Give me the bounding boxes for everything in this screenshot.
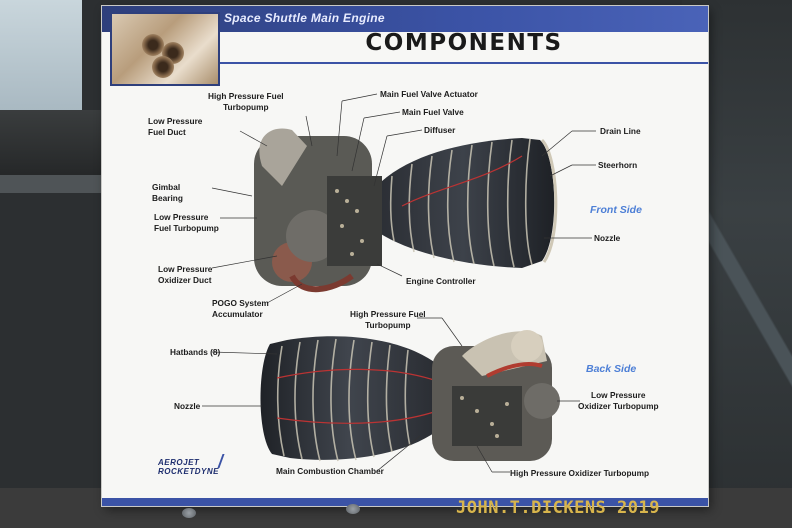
callout-main-fuel-valve-actuator: Main Fuel Valve Actuator [380,89,478,99]
callout-text: High Pressure Fuel Turbopump [208,91,284,112]
callout-pogo-accumulator: POGO System Accumulator [212,298,269,320]
callout-text: Gimbal Bearing [152,182,183,203]
callout-text: Low Pressure Fuel Duct [148,116,203,137]
title-underline [220,62,708,64]
callout-text: High Pressure Fuel Turbopump [350,309,426,330]
front-engine [254,128,558,293]
logo-line2: ROCKETDYNE [158,467,220,476]
callout-drain-line: Drain Line [600,126,641,136]
engine-diagram [202,93,596,473]
callout-text: Low Pressure Fuel Turbopump [154,212,219,233]
callout-diffuser: Diffuser [424,125,456,135]
callout-steerhorn: Steerhorn [598,160,638,170]
callout-gimbal-bearing: Gimbal Bearing [152,182,183,204]
callout-back-nozzle: Nozzle [174,401,201,411]
footer-band [102,498,708,506]
callout-hp-fuel-turbopump: High Pressure Fuel Turbopump [208,91,284,113]
background-truss [692,150,792,410]
callout-lp-oxidizer-duct: Low Pressure Oxidizer Duct [158,264,212,286]
callout-lp-fuel-turbopump: Low Pressure Fuel Turbopump [154,212,219,234]
callout-text: Low Pressure Oxidizer Duct [158,264,213,285]
stand-bolt [182,508,196,518]
header-engine-photo [110,12,220,86]
callout-hatbands: Hatbands (8) [170,347,221,357]
placard-title: COMPONENTS [365,30,563,56]
photo-nozzle [152,56,174,78]
callout-front-nozzle: Nozzle [594,233,621,243]
leader-lines [202,93,596,473]
stand-bolt [346,504,360,514]
back-side-label: Back Side [586,363,637,375]
photo-nozzle [142,34,164,56]
front-side-label: Front Side [590,204,642,216]
callout-main-combustion-chamber: Main Combustion Chamber [276,466,384,476]
callout-text: Low Pressure Oxidizer Turbopump [578,390,659,411]
aerojet-rocketdyne-logo: AEROJET ROCKETDYNE [158,454,248,476]
callout-hp-oxidizer-turbopump: High Pressure Oxidizer Turbopump [510,468,650,478]
logo-line1: AEROJET [158,458,200,467]
background-screen [0,0,82,110]
placard-subtitle: Space Shuttle Main Engine [224,11,385,25]
callout-main-fuel-valve: Main Fuel Valve [402,107,464,117]
callout-lp-oxidizer-turbopump: Low Pressure Oxidizer Turbopump [578,390,659,412]
back-engine [260,330,560,462]
background-frame [0,110,110,180]
callout-engine-controller: Engine Controller [406,276,476,286]
callout-lp-fuel-duct: Low Pressure Fuel Duct [148,116,202,138]
exhibit-placard: Space Shuttle Main Engine COMPONENTS [102,6,708,506]
callout-text: POGO System Accumulator [212,298,269,319]
photographer-watermark: JOHN.T.DICKENS 2019 [456,498,660,518]
background-rail [0,175,110,193]
callout-back-hp-fuel-turbopump: High Pressure Fuel Turbopump [350,309,426,331]
